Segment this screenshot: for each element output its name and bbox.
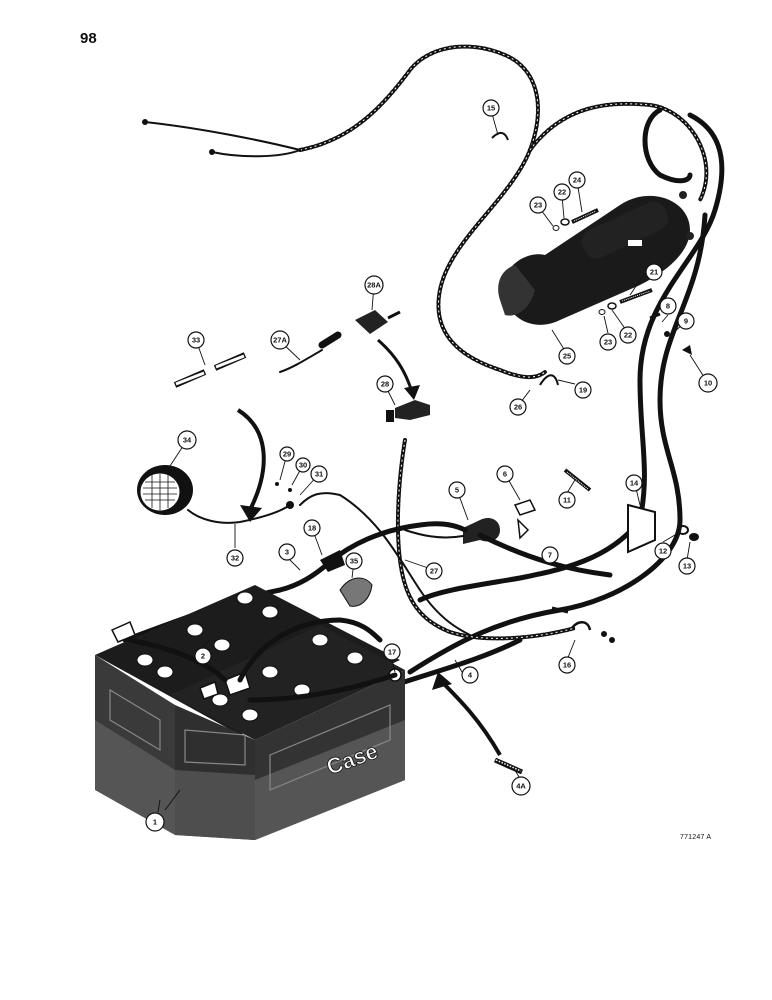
svg-text:2: 2	[201, 652, 205, 661]
callout-5: 5	[448, 481, 466, 499]
callout-4a: 4A	[511, 776, 531, 796]
svg-text:4A: 4A	[516, 782, 526, 791]
callout-6: 6	[496, 465, 514, 483]
callout-3: 3	[278, 543, 296, 561]
callout-28: 28	[376, 375, 394, 393]
callouts: 1 2 3 4 4A 5 6 7 8 9 10 11 12 13 14 15 1…	[145, 99, 718, 832]
callout-10: 10	[698, 373, 718, 393]
svg-text:34: 34	[183, 436, 192, 445]
callout-21: 21	[645, 263, 663, 281]
callout-27: 27	[425, 562, 443, 580]
svg-text:15: 15	[487, 104, 495, 113]
svg-text:7: 7	[548, 551, 552, 560]
svg-text:16: 16	[563, 661, 571, 670]
lamp-assembly	[137, 465, 471, 636]
callout-4: 4	[461, 666, 479, 684]
svg-text:18: 18	[308, 524, 316, 533]
callout-1: 1	[145, 812, 165, 832]
callout-22-lower: 22	[619, 326, 637, 344]
svg-text:5: 5	[455, 486, 459, 495]
callout-22-upper: 22	[553, 183, 571, 201]
svg-text:10: 10	[704, 379, 712, 388]
callout-16: 16	[558, 656, 576, 674]
callout-28a: 28A	[364, 275, 384, 295]
starter-motor	[498, 191, 694, 325]
callout-26: 26	[509, 398, 527, 416]
figure-id: 771247 A	[680, 834, 712, 841]
callout-30: 30	[295, 457, 311, 473]
svg-text:33: 33	[192, 336, 200, 345]
callout-35: 35	[345, 552, 363, 570]
svg-text:23: 23	[534, 201, 542, 210]
svg-text:14: 14	[630, 479, 639, 488]
svg-text:35: 35	[350, 557, 358, 566]
callout-11: 11	[558, 491, 576, 509]
svg-text:4: 4	[468, 671, 473, 680]
callout-23-upper: 23	[529, 196, 547, 214]
svg-text:31: 31	[315, 470, 323, 479]
upper-harness	[142, 44, 709, 379]
svg-text:23: 23	[604, 338, 612, 347]
svg-text:27A: 27A	[273, 336, 287, 345]
svg-text:28A: 28A	[367, 281, 381, 290]
svg-text:25: 25	[563, 352, 571, 361]
svg-text:6: 6	[503, 470, 507, 479]
callout-19: 19	[574, 381, 592, 399]
page-number: 98	[80, 30, 97, 47]
svg-text:1: 1	[153, 818, 157, 827]
starter-hardware	[491, 132, 692, 386]
starter-cables	[407, 107, 725, 675]
callout-23-lower: 23	[599, 333, 617, 351]
svg-text:8: 8	[666, 302, 670, 311]
svg-text:21: 21	[650, 268, 658, 277]
spring-4a	[432, 672, 524, 775]
callout-15: 15	[482, 99, 500, 117]
svg-text:13: 13	[683, 562, 691, 571]
sender-parts	[173, 310, 430, 522]
svg-text:27: 27	[430, 567, 438, 576]
callout-2: 2	[194, 647, 212, 665]
svg-text:3: 3	[285, 548, 289, 557]
svg-text:9: 9	[684, 317, 688, 326]
svg-text:12: 12	[659, 547, 667, 556]
svg-text:22: 22	[624, 331, 632, 340]
batteries	[95, 585, 405, 840]
callout-25: 25	[558, 347, 576, 365]
callout-32: 32	[226, 549, 244, 567]
switch-and-bracket	[404, 468, 699, 643]
svg-text:24: 24	[573, 176, 582, 185]
callout-31: 31	[310, 465, 328, 483]
callout-29: 29	[279, 446, 295, 462]
callout-24: 24	[568, 171, 586, 189]
callout-14: 14	[625, 474, 643, 492]
callout-27a: 27A	[270, 330, 290, 350]
callout-34: 34	[177, 430, 197, 450]
callout-12: 12	[654, 542, 672, 560]
callout-13: 13	[678, 557, 696, 575]
callout-9: 9	[677, 312, 695, 330]
svg-text:11: 11	[563, 496, 571, 505]
svg-text:29: 29	[283, 450, 291, 459]
svg-text:32: 32	[231, 554, 239, 563]
callout-17: 17	[383, 643, 401, 661]
svg-text:26: 26	[514, 403, 522, 412]
svg-text:22: 22	[558, 188, 566, 197]
svg-text:30: 30	[299, 461, 307, 470]
svg-text:19: 19	[579, 386, 587, 395]
callout-7: 7	[541, 546, 559, 564]
svg-text:28: 28	[381, 380, 389, 389]
callout-8: 8	[659, 297, 677, 315]
callout-18: 18	[303, 519, 321, 537]
callout-33: 33	[187, 331, 205, 349]
svg-text:17: 17	[388, 648, 396, 657]
